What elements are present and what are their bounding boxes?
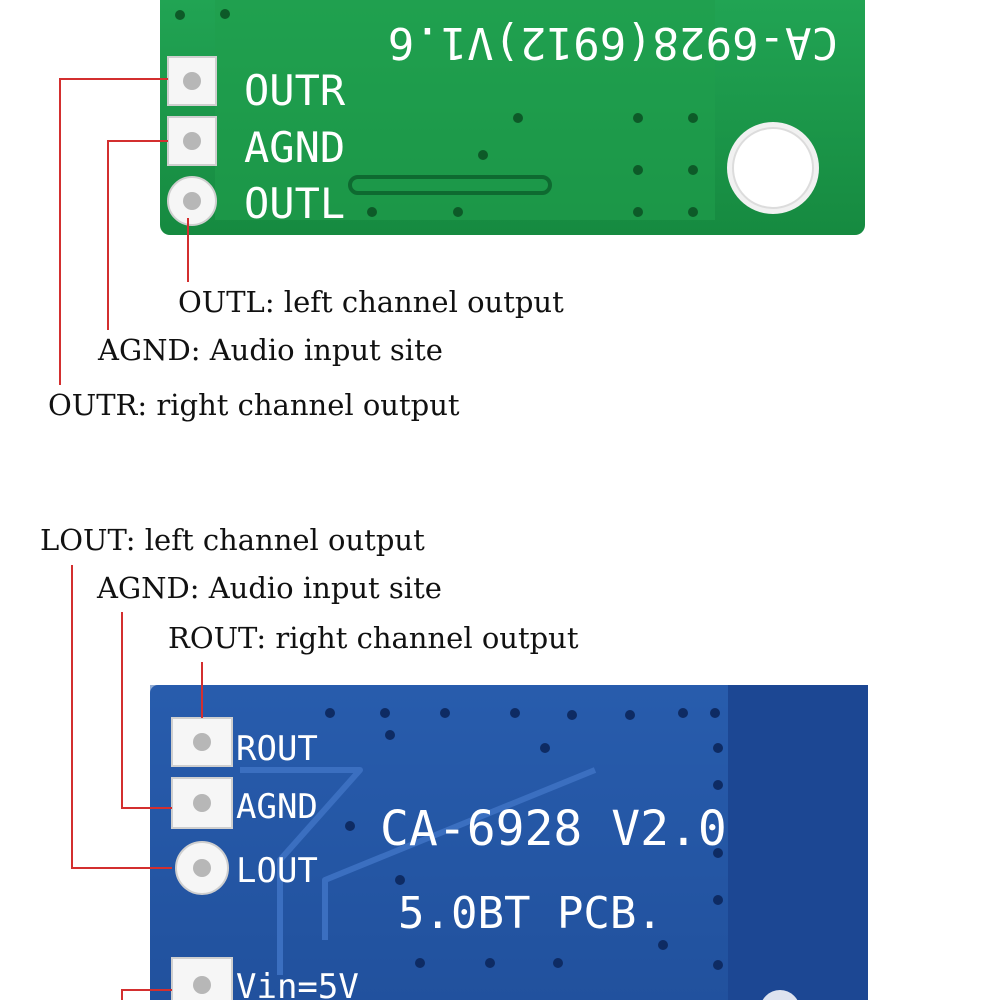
green-vias <box>175 9 698 217</box>
blue-pin-label-lout: LOUT <box>236 851 318 891</box>
blue-traces <box>240 767 597 975</box>
blue-leader-lines <box>71 565 203 1000</box>
blue-legend-rout: ROUT: right channel output <box>168 621 579 655</box>
green-legend-agnd: AGND: Audio input site <box>98 333 443 367</box>
blue-board-subtitle: 5.0BT PCB. <box>398 888 663 939</box>
blue-pin-label-vin: Vin=5V <box>236 967 359 1000</box>
green-trace <box>348 175 552 195</box>
blue-board-antenna-area <box>728 685 868 1004</box>
green-pin-label-outr: OUTR <box>244 66 346 115</box>
blue-pin-pads <box>171 717 233 1004</box>
blue-board-title: CA-6928 V2.0 <box>380 801 727 857</box>
blue-legend-lout: LOUT: left channel output <box>40 523 425 557</box>
green-pin-pads <box>167 56 217 226</box>
green-leader-lines <box>59 78 189 385</box>
green-legend-outl: OUTL: left channel output <box>178 285 564 319</box>
blue-board: ROUT AGND LOUT Vin=5V CA-6928 V2.0 5.0BT… <box>150 685 868 1004</box>
green-board: CA-6928(6912)V1.6 OUTR AGND OUTL <box>160 0 865 235</box>
blue-pin-label-agnd: AGND <box>236 787 318 827</box>
green-board-title: CA-6928(6912)V1.6 <box>388 17 838 68</box>
green-board-inner-area <box>215 0 715 220</box>
green-mounting-hole <box>732 127 814 209</box>
blue-board-main-area <box>150 685 728 1004</box>
blue-legend-agnd: AGND: Audio input site <box>97 571 442 605</box>
green-pin-label-outl: OUTL <box>244 179 345 228</box>
green-pin-label-agnd: AGND <box>244 123 345 172</box>
green-legend-outr: OUTR: right channel output <box>48 388 460 422</box>
blue-vias <box>325 708 723 970</box>
blue-pin-label-rout: ROUT <box>236 729 318 769</box>
